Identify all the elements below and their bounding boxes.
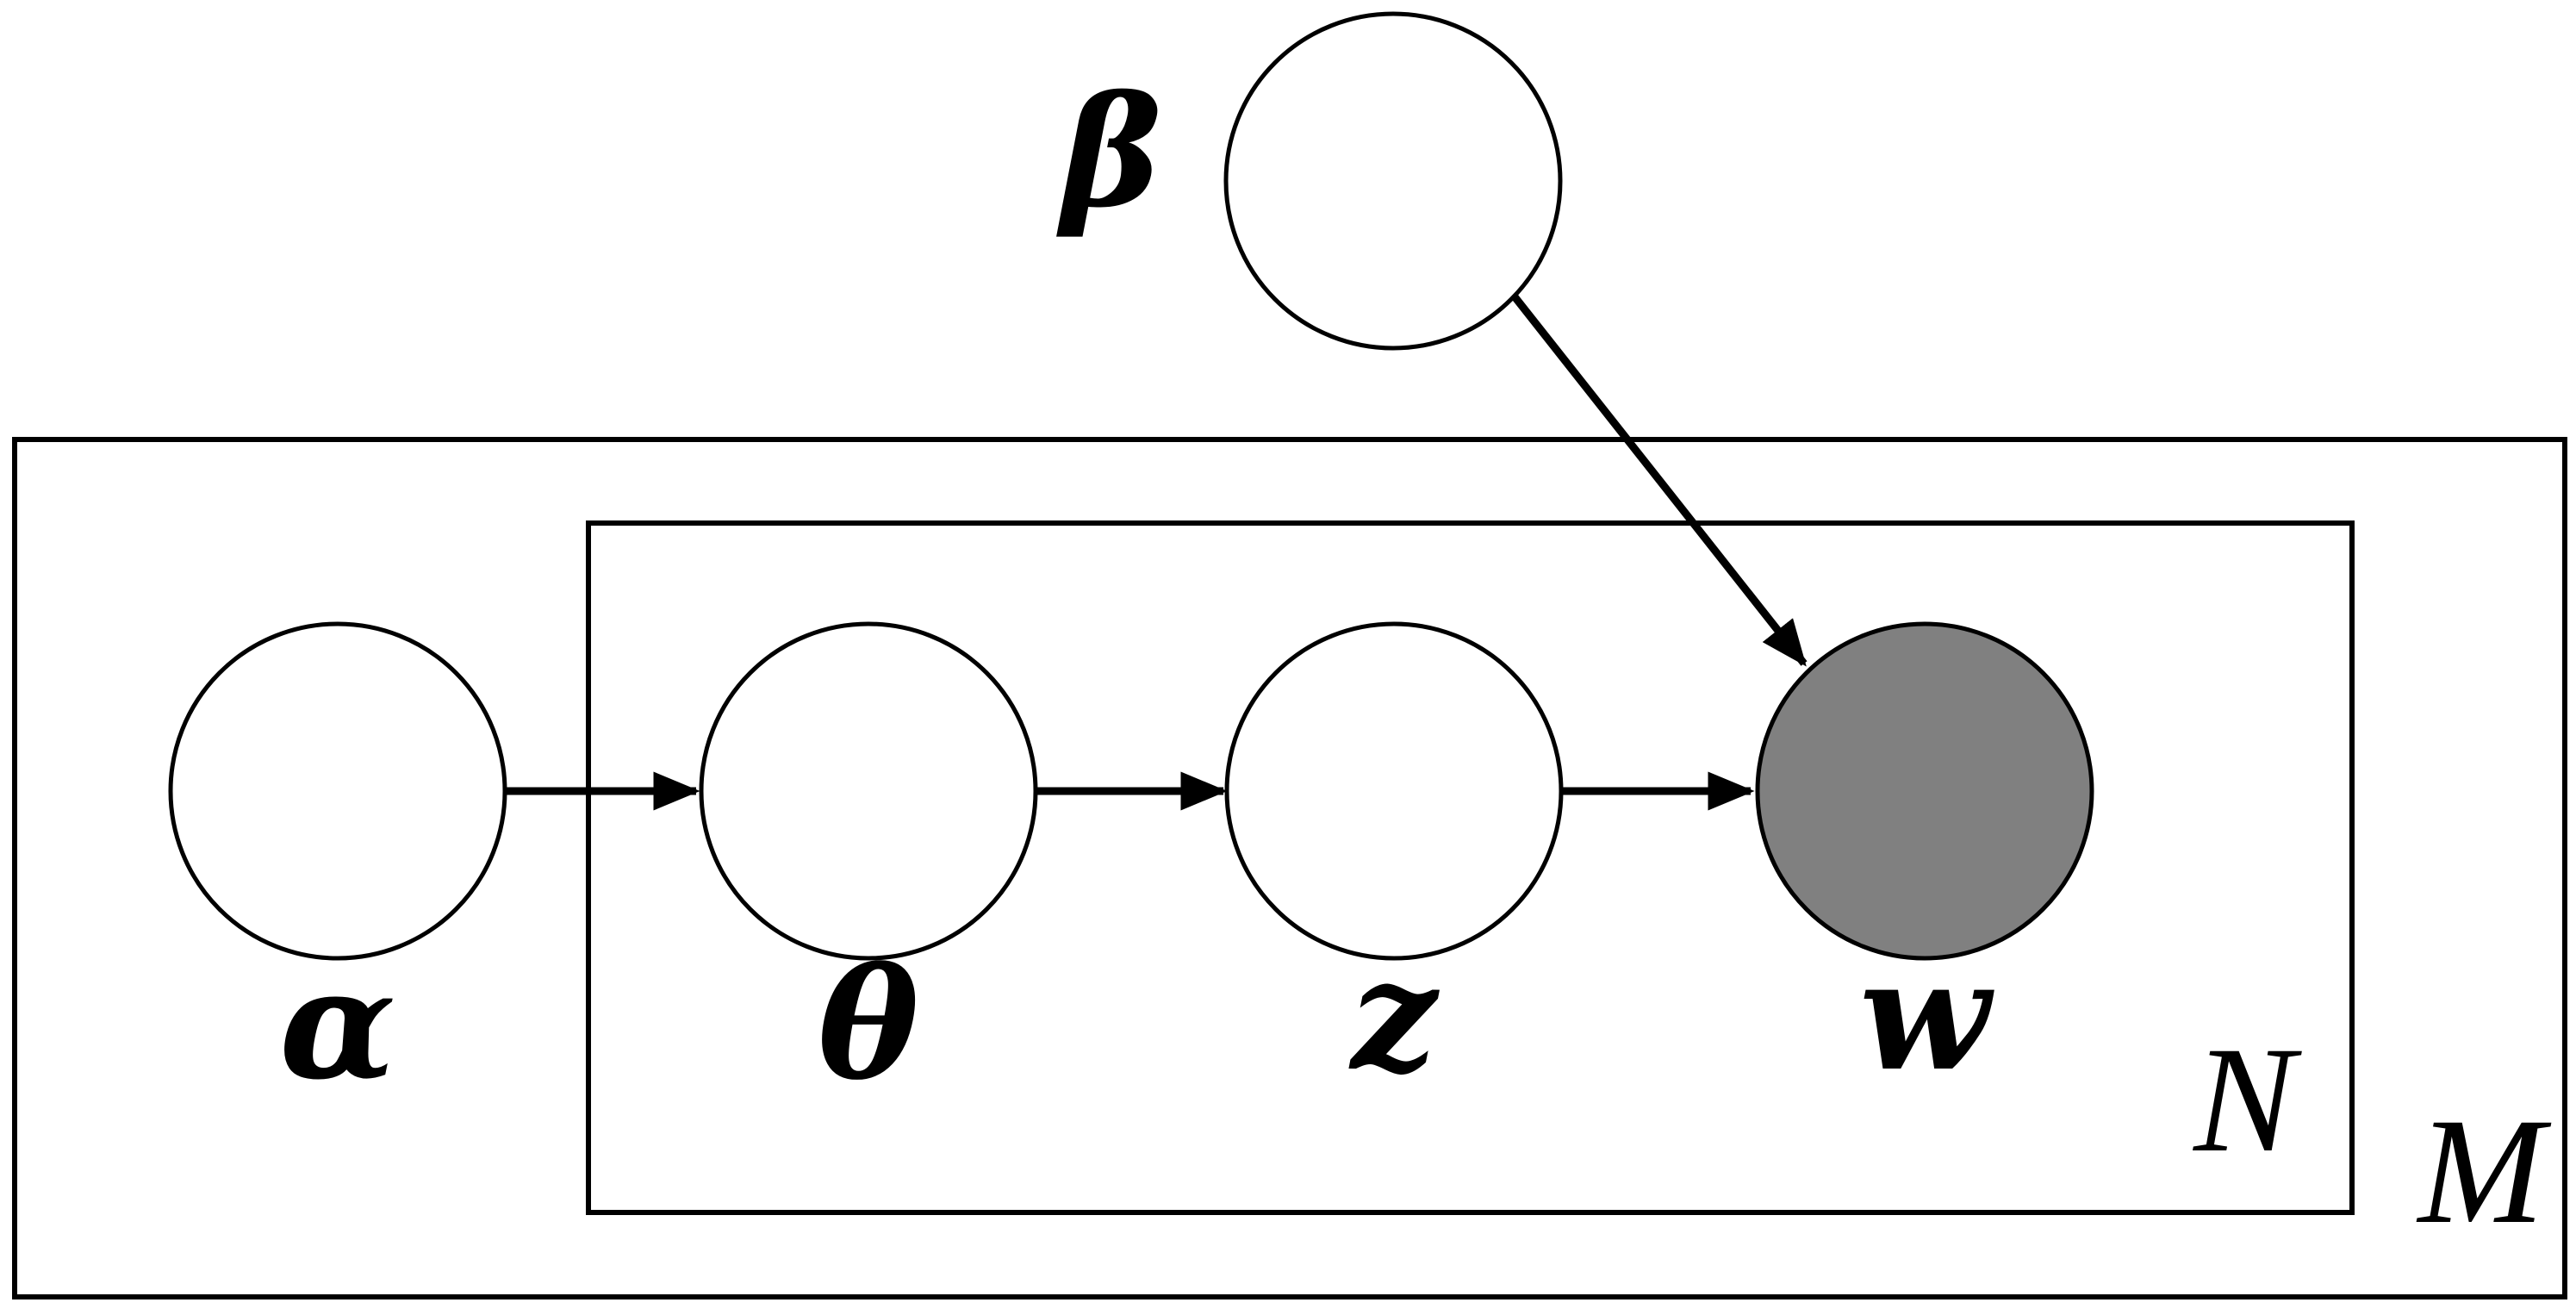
outer-plate-m [12,437,2567,1299]
node-z [1224,621,1564,961]
label-theta: θ [818,935,918,1113]
label-beta: β [1056,63,1162,241]
node-w-observed [1755,621,2094,961]
label-plate-m: M [2416,1088,2552,1256]
label-plate-n: N [2192,1016,2302,1184]
node-alpha [168,621,507,961]
edge-beta-w [1510,293,1808,667]
label-w: w [1859,926,1994,1105]
label-z: z [1348,926,1440,1105]
node-beta [1223,11,1563,351]
node-theta [699,621,1038,961]
label-alpha: α [279,935,395,1113]
inner-plate-n [586,520,2355,1215]
